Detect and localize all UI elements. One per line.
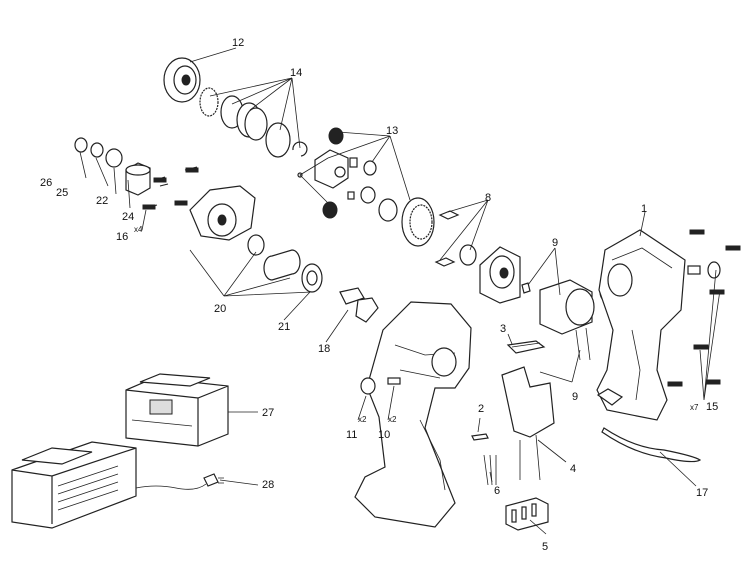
part-20-21-washers [247, 234, 323, 293]
qty-part-16: x4 [134, 225, 143, 234]
label-part-14: 14 [290, 67, 302, 79]
label-part-21: 21 [278, 321, 290, 333]
part-housing-left [354, 301, 472, 528]
part-5-terminal-block [505, 497, 549, 531]
label-part-20: 20 [214, 303, 226, 315]
label-part-6: 6 [494, 485, 500, 497]
label-part-10: 10 [378, 429, 390, 441]
label-part-9-upper: 9 [552, 237, 558, 249]
part-18-anvil [339, 287, 379, 323]
label-part-12: 12 [232, 37, 244, 49]
part-8-motor-clutch [401, 197, 521, 304]
parts-small-rings-left [74, 137, 199, 210]
part-17-strap [601, 427, 702, 463]
label-part-5: 5 [542, 541, 548, 553]
part-28-charger [11, 441, 224, 529]
parts-10-11-screws [360, 377, 401, 395]
label-part-1: 1 [641, 203, 647, 215]
label-part-16: 16 [116, 231, 128, 243]
label-part-24: 24 [122, 211, 134, 223]
part-27-battery [125, 373, 229, 447]
label-part-27: 27 [262, 407, 274, 419]
leader-lines [79, 47, 721, 535]
part-13-anvil-assembly [297, 127, 398, 222]
qty-part-15: x7 [690, 403, 699, 412]
label-part-26: 26 [40, 177, 52, 189]
label-part-4: 4 [570, 463, 576, 475]
part-3-brush [506, 340, 546, 354]
part-gear-housing [189, 185, 256, 241]
label-part-15: 15 [706, 401, 718, 413]
label-part-8: 8 [485, 192, 491, 204]
label-part-18: 18 [318, 343, 330, 355]
part-12-bearing-housing [163, 57, 201, 103]
label-part-22: 22 [96, 195, 108, 207]
label-part-9-lower: 9 [572, 391, 578, 403]
label-part-3: 3 [500, 323, 506, 335]
label-part-11: 11 [346, 429, 357, 441]
part-4-switch-module [501, 366, 555, 481]
qty-part-11: x2 [358, 415, 367, 424]
part-14-gear-stack [199, 87, 308, 158]
label-part-25: 25 [56, 187, 68, 199]
label-part-2: 2 [478, 403, 484, 415]
part-15-screws [667, 229, 741, 387]
label-part-13: 13 [386, 125, 398, 137]
part-1-housing-right [596, 229, 686, 421]
parts-2-6-switch-spring [471, 433, 497, 486]
label-part-28: 28 [262, 479, 274, 491]
label-part-17: 17 [696, 487, 708, 499]
qty-part-10: x2 [388, 415, 397, 424]
